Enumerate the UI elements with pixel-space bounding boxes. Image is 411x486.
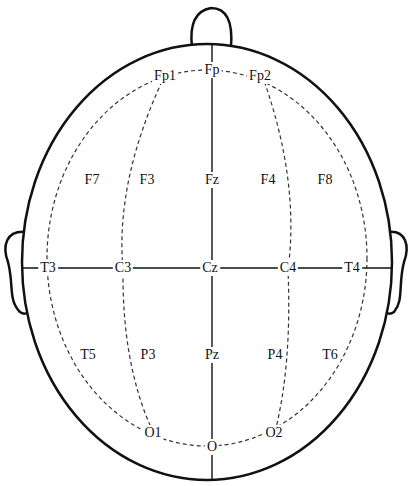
electrode-label: P4 (266, 347, 285, 363)
electrode-label: O2 (263, 425, 284, 441)
electrode-label: T6 (320, 347, 340, 363)
electrode-label: F7 (83, 172, 102, 188)
left-inner-arc (122, 75, 165, 432)
electrode-label: F4 (259, 172, 278, 188)
electrode-label: Fp (203, 62, 222, 78)
electrode-label: Cz (200, 260, 220, 276)
electrode-label: T4 (342, 260, 362, 276)
electrode-label: P3 (139, 347, 158, 363)
right-inner-arc (262, 75, 291, 432)
electrode-label: Pz (203, 347, 221, 363)
electrode-label: C3 (113, 260, 133, 276)
electrode-label: T5 (78, 347, 98, 363)
head-outline (22, 44, 392, 480)
outer-dashed-ring (47, 70, 367, 446)
electrode-label: Fp1 (152, 68, 178, 84)
electrode-label: O1 (142, 425, 163, 441)
electrode-label: T3 (38, 260, 58, 276)
electrode-label: Fz (203, 172, 221, 188)
electrode-label: F8 (316, 172, 335, 188)
electrode-label: O (205, 439, 219, 455)
electrode-label: F3 (138, 172, 157, 188)
nose (191, 8, 231, 47)
electrode-label: C4 (278, 260, 298, 276)
electrode-label: Fp2 (247, 68, 273, 84)
